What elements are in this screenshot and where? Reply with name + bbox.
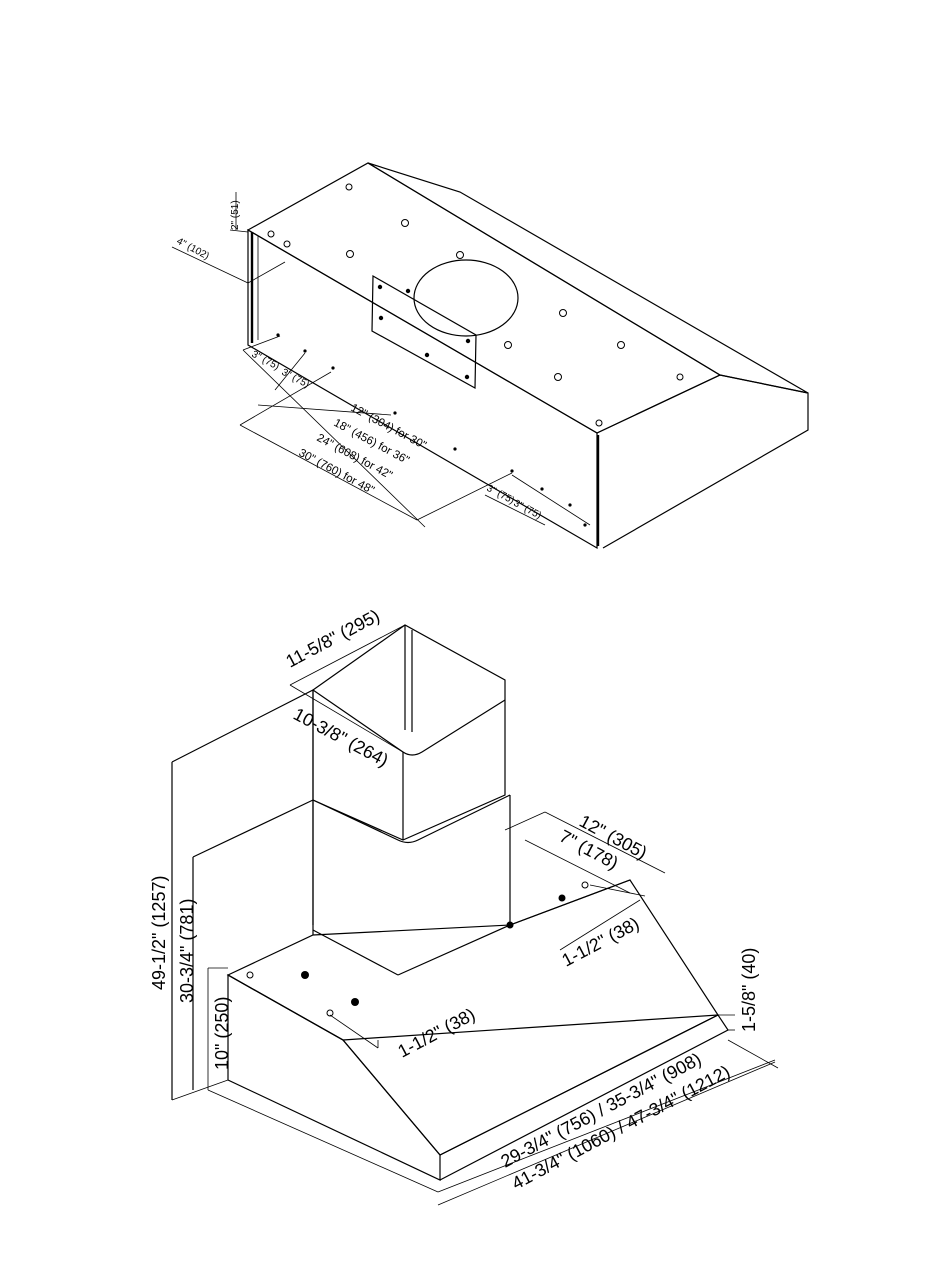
label-side-offset: 4" (102) [175, 236, 211, 262]
mounting-plate [371, 274, 477, 390]
label-front-offset: 1-1/2" (38) [394, 1004, 478, 1061]
label-front-height: 1-5/8" (40) [739, 948, 759, 1032]
label-back-offset: 1-1/2" (38) [558, 913, 642, 970]
label-duct-width: 11-5/8" (295) [282, 605, 382, 671]
label-right-spacing-b: 3" (75) [512, 498, 543, 522]
label-mid-height: 30-3/4" (781) [177, 899, 197, 1003]
front-view-hood [171, 624, 779, 1206]
label-total-height: 49-1/2" (1257) [149, 876, 169, 990]
duct-opening [413, 259, 519, 337]
label-hood-height: 10" (250) [212, 997, 232, 1070]
top-view-hood [171, 162, 809, 550]
label-left-spacing-b: 3" (75) [280, 367, 311, 391]
label-left-spacing-a: 3" (75) [250, 349, 281, 373]
label-top-offset: 2" (51) [230, 200, 241, 230]
label-duct-depth: 10-3/8" (264) [290, 704, 392, 771]
